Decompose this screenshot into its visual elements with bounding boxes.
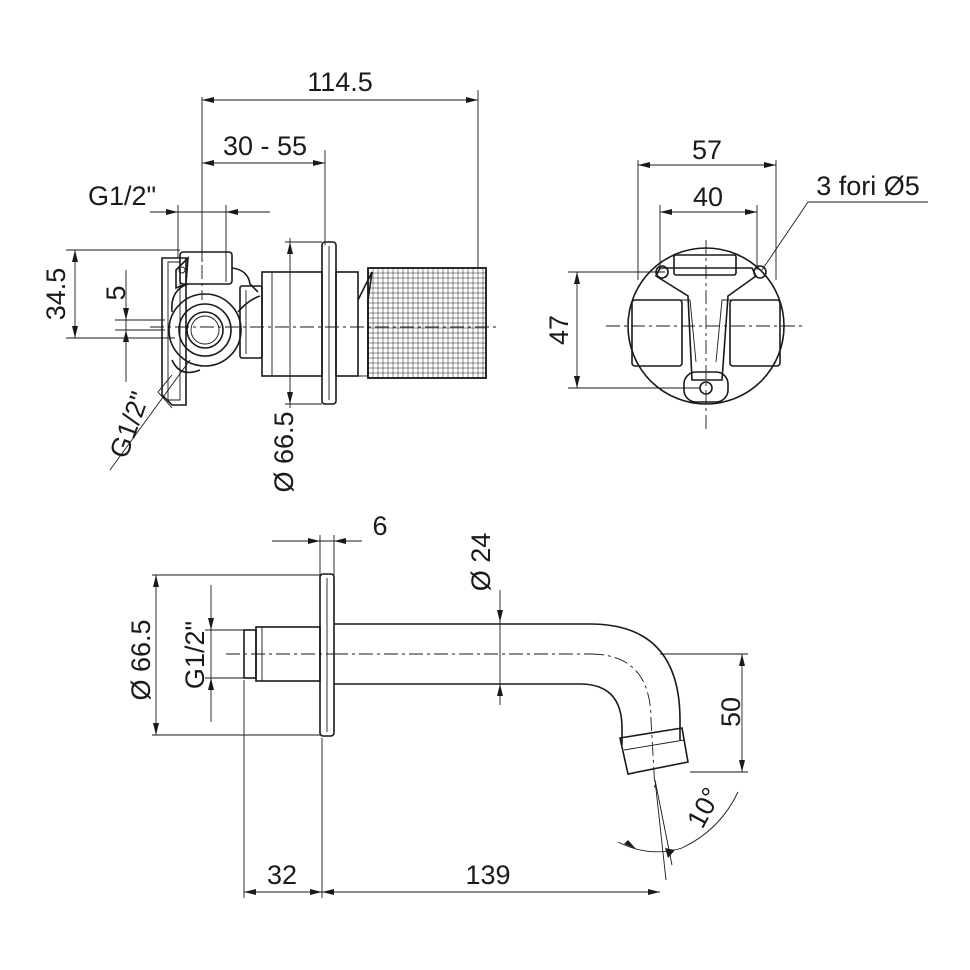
dim-offset-label: 5 <box>101 285 131 300</box>
dim-connector-length-label: 32 <box>267 860 297 890</box>
dim-offset: 5 <box>101 270 165 382</box>
dim-hole-spacing-label: 40 <box>693 182 723 212</box>
dim-holes-label: 3 fori Ø5 <box>816 171 920 201</box>
dim-body-height-label: 34.5 <box>41 268 71 321</box>
hole-bottom <box>699 381 713 395</box>
dim-inlet-thread: G1/2" <box>88 181 270 258</box>
dim-angle-label: 10° <box>681 783 727 833</box>
dim-hole-spacing: 40 <box>659 182 758 270</box>
dim-height: 47 <box>544 271 700 389</box>
dim-lengths: 32 139 <box>243 680 660 898</box>
outlet-fitting <box>157 283 261 409</box>
knurled-handle <box>367 267 487 379</box>
dim-plate-width-label: 57 <box>692 135 722 165</box>
dim-plate-thickness-label: 6 <box>372 511 387 541</box>
dim-total-length: 114.5 <box>201 67 479 268</box>
hole-right <box>753 265 767 279</box>
dim-bottom-thread-label: G1/2" <box>180 621 210 689</box>
top-left-view: 114.5 30 - 55 G1/2" 34.5 <box>41 67 500 493</box>
top-right-view: 57 40 3 fori Ø5 47 <box>544 135 928 430</box>
dim-spout-diameter-label: Ø 24 <box>466 533 496 592</box>
dim-spout-length-label: 139 <box>465 860 510 890</box>
dim-plate-width: 57 <box>637 135 777 280</box>
dim-spout-diameter: Ø 24 <box>466 533 503 705</box>
dim-inlet-thread-label: G1/2" <box>88 181 156 211</box>
dim-drop-value: 50 <box>716 697 746 727</box>
dim-body-height: 34.5 <box>41 249 180 339</box>
sleeve <box>335 271 373 377</box>
cartridge-body <box>261 271 323 377</box>
cover-plate <box>321 241 337 405</box>
dim-angle: 10° <box>617 779 739 881</box>
dim-outlet-thread: G1/2" <box>104 359 191 471</box>
spout-plate <box>319 573 335 737</box>
mounting-holes <box>655 265 767 395</box>
dim-plate-thickness: 6 <box>272 511 388 575</box>
dim-total-length-label: 114.5 <box>307 67 373 97</box>
inlet-boss <box>179 240 259 300</box>
dim-plate-diameter-label: Ø 66.5 <box>269 411 299 492</box>
dim-holes-callout: 3 fori Ø5 <box>761 171 928 271</box>
spout-tube <box>226 623 689 791</box>
dim-wall-range: 30 - 55 <box>202 131 326 245</box>
dim-bottom-thread: G1/2" <box>180 585 245 722</box>
dim-height-label: 47 <box>544 315 574 345</box>
hole-left <box>655 265 669 279</box>
dim-bottom-plate-diameter-label: Ø 66.5 <box>126 619 156 700</box>
dim-bottom-plate-diameter: Ø 66.5 <box>126 574 322 736</box>
knurl-pattern <box>368 268 486 378</box>
bottom-view: 6 Ø 24 Ø 66.5 G1/2" <box>126 511 748 898</box>
dim-drop: 50 <box>660 653 748 773</box>
dim-outlet-thread-label: G1/2" <box>104 388 155 462</box>
dim-wall-range-label: 30 - 55 <box>223 131 307 161</box>
dim-plate-diameter: Ø 66.5 <box>269 238 322 493</box>
